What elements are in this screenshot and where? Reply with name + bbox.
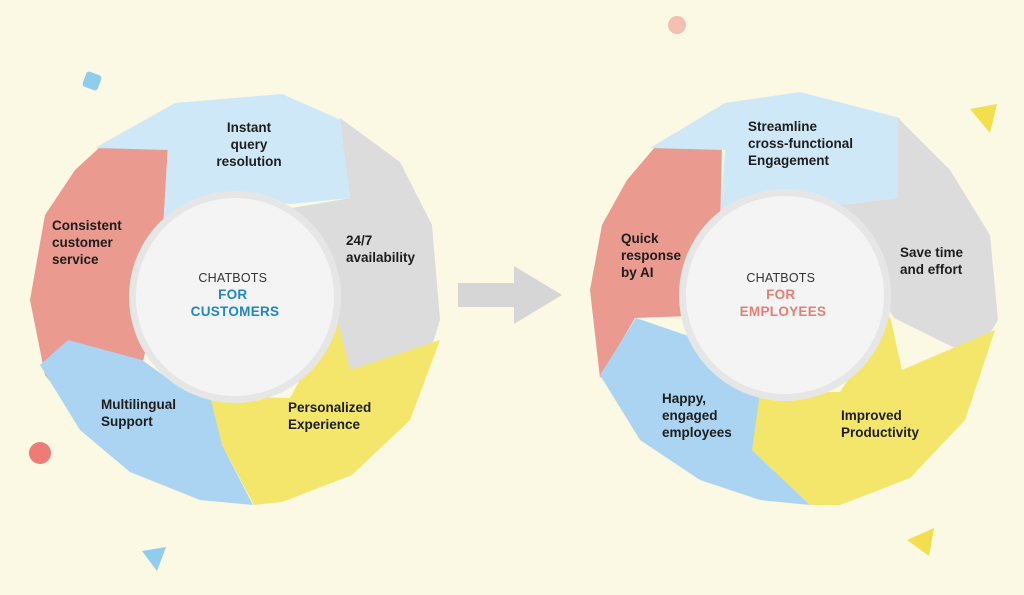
label-line: Personalized [288, 400, 371, 415]
label-line: Multilingual [101, 397, 176, 412]
segment-quick-response [590, 145, 722, 378]
label-line: service [52, 252, 99, 267]
label-consistent: Consistent customer service [52, 218, 122, 267]
label-line: cross-functional [748, 136, 853, 151]
label-line: engaged [662, 408, 718, 423]
confetti-blue-square [82, 71, 102, 91]
label-happy-employees: Happy, engaged employees [662, 391, 732, 440]
confetti-yellow-triangle-bottom [907, 528, 934, 556]
label-line: Happy, [662, 391, 706, 406]
label-line: availability [346, 250, 416, 265]
label-line: Improved [841, 408, 902, 423]
label-line: query [231, 137, 268, 152]
label-line: Consistent [52, 218, 122, 233]
label-line: Save time [900, 245, 964, 260]
label-availability: 24/7 availability [346, 233, 416, 265]
label-line: Experience [288, 417, 361, 432]
segment-personalized-experience [210, 315, 440, 505]
confetti-blue-triangle [142, 547, 166, 571]
label-line: resolution [216, 154, 281, 169]
segment-consistent-service [30, 145, 168, 400]
segment-streamline [650, 92, 900, 228]
label-line: Productivity [841, 425, 920, 440]
label-line: by AI [621, 265, 654, 280]
confetti-red-dot [29, 442, 51, 464]
customers-hub [136, 198, 334, 396]
employees-cycle: CHATBOTS FOR EMPLOYEES Streamline cross-f… [590, 92, 998, 505]
label-instant-query: Instant query resolution [216, 120, 281, 169]
confetti-yellow-triangle-top [970, 104, 997, 133]
label-line: Instant [227, 120, 272, 135]
right-arrow-icon [458, 266, 562, 324]
confetti-decorations [29, 16, 997, 571]
segment-happy-employees [600, 318, 810, 505]
employees-hub-title: CHATBOTS FOR EMPLOYEES [740, 269, 827, 319]
confetti-pink-dot [668, 16, 686, 34]
segment-improved-productivity [752, 316, 995, 505]
customers-hub-title: CHATBOTS FOR CUSTOMERS [191, 269, 280, 319]
label-save-time: Save time and effort [900, 245, 964, 277]
label-line: Support [101, 414, 153, 429]
label-line: Quick [621, 231, 659, 246]
label-line: Engagement [748, 153, 830, 168]
label-line: customer [52, 235, 114, 250]
label-line: Streamline [748, 119, 818, 134]
segment-multilingual-support [40, 340, 253, 505]
segment-save-time [840, 118, 998, 358]
customers-cycle: CHATBOTS FOR CUSTOMERS Instant query resol… [30, 94, 440, 505]
label-line: 24/7 [346, 233, 372, 248]
label-line: employees [662, 425, 732, 440]
label-quick-response: Quick response by AI [621, 231, 682, 280]
label-line: and effort [900, 262, 963, 277]
employees-hub [686, 196, 884, 394]
label-line: response [621, 248, 682, 263]
segment-instant-query [95, 94, 350, 228]
